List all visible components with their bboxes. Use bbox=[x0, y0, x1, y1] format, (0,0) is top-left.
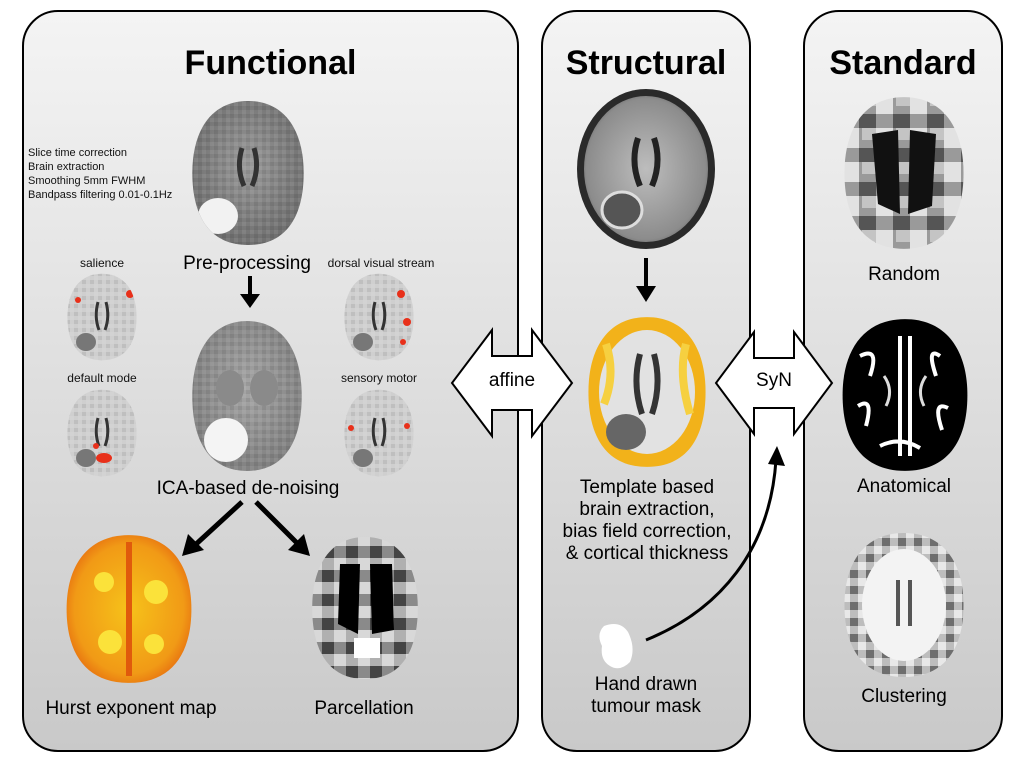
parcellation-label: Parcellation bbox=[314, 698, 414, 719]
structural-template-description: Template based brain extraction, bias fi… bbox=[552, 477, 742, 565]
hurst-exponent-map-image bbox=[66, 535, 192, 683]
affine-double-arrow bbox=[450, 327, 574, 439]
standard-title: Standard bbox=[829, 44, 977, 82]
template-line-2: brain extraction, bbox=[579, 499, 715, 520]
template-line-1: Template based bbox=[579, 477, 715, 498]
clustering-label: Clustering bbox=[861, 686, 947, 707]
arrow-down-icon bbox=[240, 276, 260, 308]
anatomical-label: Anatomical bbox=[857, 476, 951, 497]
arrow-diagonal-right-icon bbox=[254, 500, 310, 556]
parcellation-brain-image bbox=[312, 536, 418, 680]
template-line-3: bias field correction, bbox=[562, 521, 732, 542]
syn-double-arrow bbox=[714, 328, 834, 438]
step-1: Slice time correction bbox=[28, 147, 128, 159]
dorsal-visual-label: dorsal visual stream bbox=[327, 256, 435, 270]
random-parcellation-image bbox=[844, 97, 964, 249]
sensory-motor-label: sensory motor bbox=[340, 371, 418, 385]
functional-title: Functional bbox=[184, 44, 357, 82]
curved-arrow-icon bbox=[645, 446, 785, 642]
mask-line-1: Hand drawn bbox=[594, 674, 698, 695]
clustering-parcellation-image bbox=[844, 533, 964, 678]
salience-label: salience bbox=[79, 256, 125, 270]
structural-title: Structural bbox=[565, 44, 727, 82]
preprocessing-brain-image bbox=[192, 101, 304, 246]
arrow-diagonal-left-icon bbox=[182, 500, 244, 556]
default-mode-brain-image bbox=[67, 389, 137, 477]
cortical-thickness-brain-image bbox=[588, 317, 706, 467]
affine-label: affine bbox=[488, 370, 536, 391]
preprocessing-label: Pre-processing bbox=[183, 253, 311, 274]
preprocessing-steps: Slice time correction Brain extraction S… bbox=[28, 146, 172, 202]
structural-t1-brain-image bbox=[577, 89, 715, 249]
arrow-down-structural-icon bbox=[636, 258, 656, 302]
step-2: Brain extraction bbox=[28, 161, 105, 173]
ica-denoising-brain-image bbox=[192, 321, 302, 471]
random-label: Random bbox=[868, 264, 940, 285]
tumour-mask-label: Hand drawn tumour mask bbox=[566, 674, 726, 718]
mask-line-2: tumour mask bbox=[591, 696, 701, 717]
hurst-exponent-label: Hurst exponent map bbox=[45, 698, 217, 719]
salience-brain-image bbox=[67, 273, 137, 361]
ica-denoising-label: ICA-based de-noising bbox=[156, 478, 340, 499]
default-mode-label: default mode bbox=[67, 371, 137, 385]
template-line-4: & cortical thickness bbox=[565, 543, 729, 564]
dorsal-visual-brain-image bbox=[344, 273, 414, 361]
tumour-mask-image bbox=[599, 624, 633, 669]
step-3: Smoothing 5mm FWHM bbox=[28, 175, 146, 187]
sensory-motor-brain-image bbox=[344, 389, 414, 477]
step-4: Bandpass filtering 0.01-0.1Hz bbox=[28, 189, 173, 201]
syn-label: SyN bbox=[756, 370, 792, 391]
anatomical-parcellation-image bbox=[842, 319, 968, 471]
